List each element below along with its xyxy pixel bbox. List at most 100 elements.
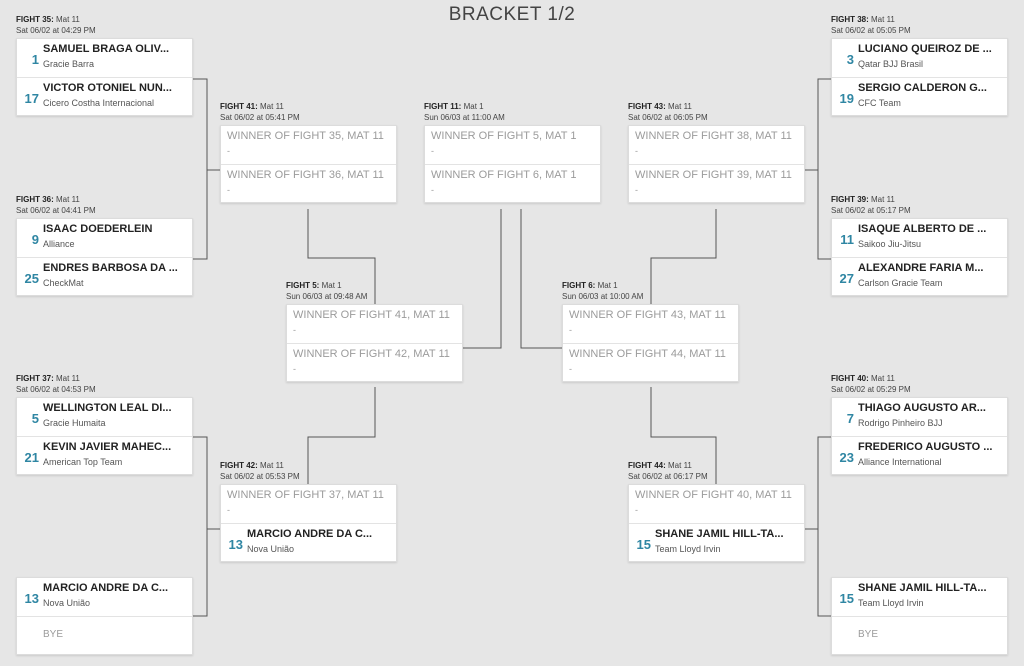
fight-card[interactable]: WINNER OF FIGHT 40, MAT 11- 15 SHANE JAMIL… bbox=[628, 484, 805, 562]
fight-number: FIGHT 43: bbox=[628, 102, 666, 111]
placeholder-team: - bbox=[635, 185, 638, 195]
competitor-team: Gracie Barra bbox=[43, 59, 95, 69]
fight-mat: Mat 11 bbox=[56, 195, 80, 204]
fight-mat: Mat 11 bbox=[56, 374, 80, 383]
placeholder-team: - bbox=[635, 505, 638, 515]
competitor-row[interactable]: WINNER OF FIGHT 39, MAT 11 - bbox=[629, 164, 804, 202]
seed-number: 21 bbox=[24, 450, 39, 465]
competitor-team: Team Lloyd Irvin bbox=[655, 544, 721, 554]
fight-time: Sun 06/03 at 10:00 AM bbox=[562, 292, 644, 301]
competitor-name[interactable]: WELLINGTON LEAL DI... bbox=[43, 402, 172, 414]
competitor-name[interactable]: SHANE JAMIL HILL-TA... bbox=[655, 528, 784, 540]
competitor-name[interactable]: KEVIN JAVIER MAHEC... bbox=[43, 441, 172, 453]
fight-card[interactable]: WINNER OF FIGHT 5, MAT 1-WINNER OF FIGHT… bbox=[424, 125, 601, 203]
competitor-row[interactable]: WINNER OF FIGHT 38, MAT 11- bbox=[629, 126, 804, 164]
competitor-row[interactable]: WINNER OF FIGHT 40, MAT 11- bbox=[629, 485, 804, 523]
competitor-row[interactable]: 15 SHANE JAMIL HILL-TA... Team Lloyd Irvin bbox=[629, 523, 804, 561]
fight-card[interactable]: WINNER OF FIGHT 43, MAT 11-WINNER OF FIG… bbox=[562, 304, 739, 382]
competitor-name[interactable]: VICTOR OTONIEL NUN... bbox=[43, 82, 172, 94]
competitor-name[interactable]: FREDERICO AUGUSTO ... bbox=[858, 441, 993, 453]
competitor-row[interactable]: BYE bbox=[832, 616, 1007, 654]
competitor-name[interactable]: ENDRES BARBOSA DA ... bbox=[43, 262, 178, 274]
competitor-row[interactable]: WINNER OF FIGHT 41, MAT 11- bbox=[287, 305, 462, 343]
fight-number: FIGHT 5: bbox=[286, 281, 320, 290]
winner-placeholder: WINNER OF FIGHT 6, MAT 1 bbox=[431, 169, 577, 181]
fight-time: Sun 06/03 at 11:00 AM bbox=[424, 113, 505, 122]
competitor-name[interactable]: SAMUEL BRAGA OLIV... bbox=[43, 43, 170, 55]
competitor-name[interactable]: SHANE JAMIL HILL-TA... bbox=[858, 582, 987, 594]
placeholder-team: - bbox=[227, 185, 230, 195]
competitor-name[interactable]: SERGIO CALDERON G... bbox=[858, 82, 987, 94]
competitor-row[interactable]: WINNER OF FIGHT 42, MAT 11- bbox=[287, 343, 462, 381]
competitor-name[interactable]: LUCIANO QUEIROZ DE ... bbox=[858, 43, 992, 55]
winner-placeholder: WINNER OF FIGHT 39, MAT 11 bbox=[635, 169, 792, 181]
competitor-row[interactable]: BYE bbox=[17, 616, 192, 654]
fight-number: FIGHT 11: bbox=[424, 102, 462, 111]
seed-number: 7 bbox=[846, 411, 854, 426]
competitor-row[interactable]: WINNER OF FIGHT 35, MAT 11- bbox=[221, 126, 396, 164]
competitor-name[interactable]: MARCIO ANDRE DA C... bbox=[43, 582, 169, 594]
competitor-name[interactable]: ALEXANDRE FARIA M... bbox=[858, 262, 984, 274]
competitor-row[interactable]: WINNER OF FIGHT 43, MAT 11- bbox=[563, 305, 738, 343]
competitor-name[interactable]: ISAAC DOEDERLEIN bbox=[43, 223, 153, 235]
competitor-row[interactable]: WINNER OF FIGHT 5, MAT 1- bbox=[425, 126, 600, 164]
seed-number: 15 bbox=[839, 591, 854, 606]
competitor-name[interactable]: THIAGO AUGUSTO AR... bbox=[858, 402, 986, 414]
competitor-row[interactable]: WINNER OF FIGHT 36, MAT 11- bbox=[221, 164, 396, 202]
fight-card[interactable]: WINNER OF FIGHT 38, MAT 11-WINNER OF FIG… bbox=[628, 125, 805, 203]
competitor-name[interactable]: ISAQUE ALBERTO DE ... bbox=[858, 223, 987, 235]
fight-card[interactable]: WINNER OF FIGHT 41, MAT 11-WINNER OF FIG… bbox=[286, 304, 463, 382]
competitor-row[interactable]: WINNER OF FIGHT 6, MAT 1- bbox=[425, 164, 600, 202]
seed-number: 15 bbox=[636, 537, 651, 552]
fight-time: Sun 06/03 at 09:48 AM bbox=[286, 292, 368, 301]
competitor-name[interactable]: MARCIO ANDRE DA C... bbox=[247, 528, 373, 540]
competitor-row[interactable]: WINNER OF FIGHT 44, MAT 11- bbox=[563, 343, 738, 381]
fight-card[interactable]: WINNER OF FIGHT 35, MAT 11-WINNER OF FIG… bbox=[220, 125, 397, 203]
competitor-row[interactable]: WINNER OF FIGHT 37, MAT 11- bbox=[221, 485, 396, 523]
